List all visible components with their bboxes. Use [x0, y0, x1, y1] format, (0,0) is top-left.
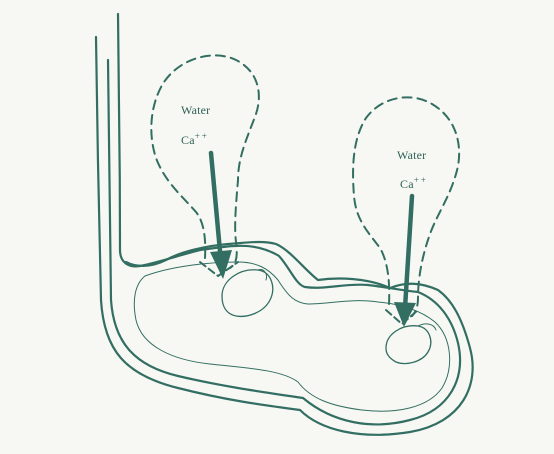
right-ion-symbol: Ca [400, 177, 414, 191]
right-ion-charge: ++ [414, 175, 428, 185]
left-ion-charge: ++ [195, 131, 209, 141]
left-cell [222, 270, 273, 317]
left-ion-label: Ca++ [181, 131, 209, 148]
inner-wall-line [108, 14, 460, 424]
left-arrow-head [210, 250, 232, 279]
left-water-label: Water [181, 103, 210, 118]
right-cell [386, 326, 431, 364]
right-water-label: Water [397, 148, 426, 163]
left-ion-symbol: Ca [181, 133, 195, 147]
left-bulb-dashed [151, 55, 259, 268]
right-ion-label: Ca++ [400, 175, 428, 192]
